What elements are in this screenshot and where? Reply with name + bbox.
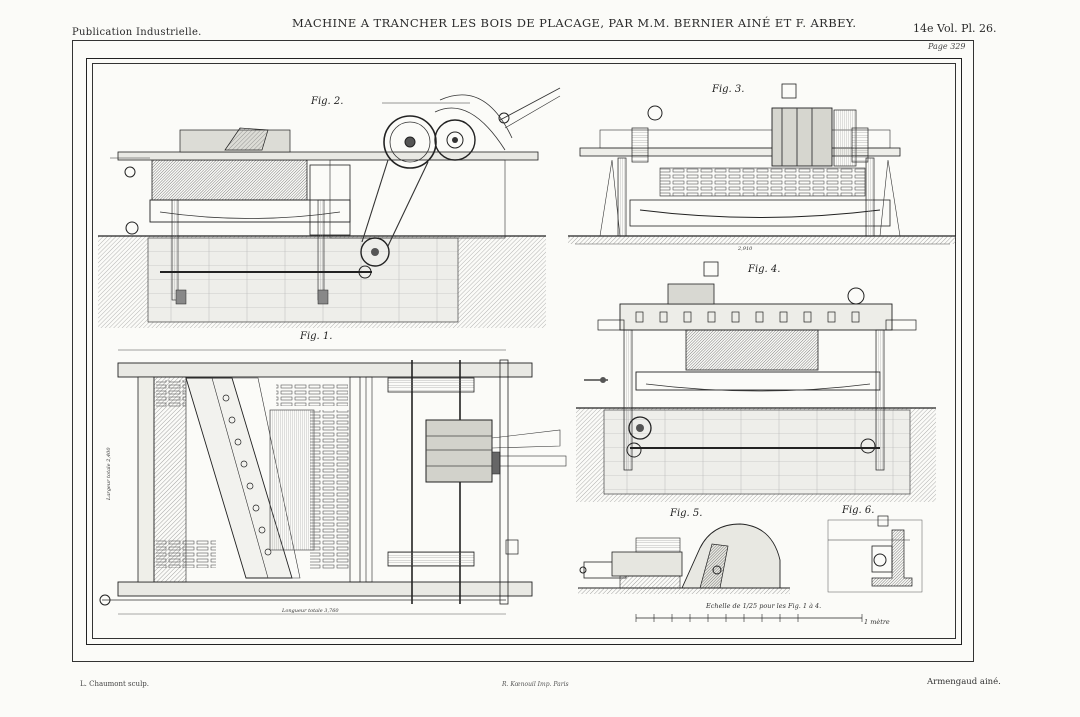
fig-1-label: Fig. 1. (299, 331, 332, 342)
publisher-credit: Armengaud ainé. (927, 677, 1001, 687)
fig-1-width-dimension: Largeur totale 2,400 (106, 447, 112, 501)
figure-5: Fig. 5. (578, 508, 790, 594)
figure-6: Fig. 6. (827, 505, 923, 593)
publication-name: Publication Industrielle. (72, 27, 202, 38)
page-reference: Page 329 (928, 42, 966, 51)
figure-1: Fig. 1. (99, 331, 567, 615)
fig-3-label: Fig. 3. (711, 84, 744, 95)
fig-5-label: Fig. 5. (669, 508, 702, 519)
figure-3: Fig. 3. (568, 83, 956, 252)
fig-1-length-dimension: Longueur totale 3,760 (281, 608, 339, 614)
scale-end-label: 1 mètre (864, 618, 890, 626)
figure-2: Fig. 2. (98, 87, 561, 328)
plate-title: MACHINE A TRANCHER LES BOIS DE PLACAGE, … (292, 16, 857, 30)
fig-2-label: Fig. 2. (310, 96, 343, 107)
scale-caption: Echelle de 1/25 pour les Fig. 1 à 4. (705, 602, 821, 610)
printer-credit: R. Kœnouil Imp. Paris (502, 681, 569, 688)
fig-6-label: Fig. 6. (841, 505, 874, 516)
figure-4: Fig. 4. (576, 261, 936, 502)
inner-frame-line (92, 63, 956, 639)
fig-3-width-dimension: 2,910 (737, 246, 753, 252)
inner-frame (86, 58, 962, 645)
volume-plate-number: 14e Vol. Pl. 26. (913, 22, 997, 35)
fig-4-label: Fig. 4. (747, 264, 780, 275)
outer-frame (72, 40, 974, 662)
engraver-credit: L. Chaumont sculp. (80, 680, 150, 688)
scale-bar: Echelle de 1/25 pour les Fig. 1 à 4. 1 m… (635, 602, 890, 626)
